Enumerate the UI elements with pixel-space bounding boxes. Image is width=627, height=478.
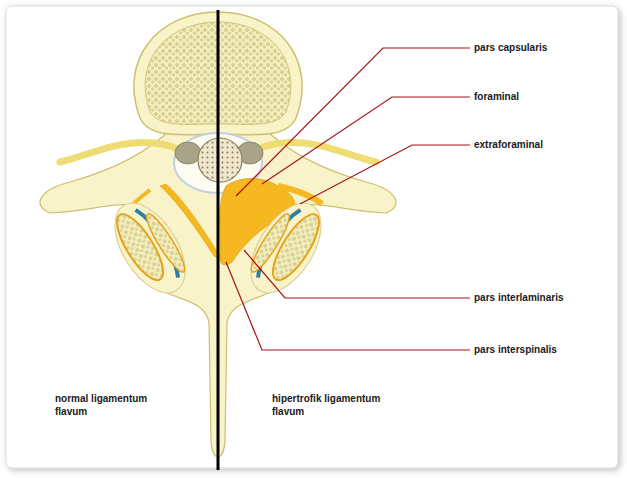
- side-caption: normal ligamentum flavum: [55, 392, 170, 418]
- leader-lines: [226, 48, 470, 350]
- facet-bone: [237, 191, 336, 304]
- facet-joint: [237, 191, 336, 304]
- cauda-equina: [198, 138, 242, 182]
- inferior-articular-process: [142, 210, 190, 275]
- divider-line: [217, 10, 220, 470]
- frame: [6, 6, 618, 468]
- nerve-sleeve: [175, 142, 201, 164]
- leader-line: [244, 250, 470, 298]
- part-label: pars interlaminaris: [474, 291, 614, 304]
- inferior-articular-process: [246, 210, 294, 275]
- part-label: pars interspinalis: [474, 343, 614, 356]
- leader-line: [300, 145, 470, 204]
- side-caption: hipertrofik ligamentum flavum: [272, 392, 397, 418]
- leader-line: [226, 262, 470, 350]
- leader-line: [236, 48, 470, 196]
- part-label: extraforaminal: [474, 138, 614, 151]
- leader-line: [262, 97, 470, 184]
- facet-joint: [101, 191, 200, 304]
- nerve-root: [60, 143, 180, 163]
- part-label: pars capsularis: [474, 41, 614, 54]
- part-label: foraminal: [474, 90, 614, 103]
- ligamentum-flavum-hypertrophic: [278, 186, 322, 204]
- facet-bone: [101, 191, 200, 304]
- nerve-root: [256, 143, 376, 163]
